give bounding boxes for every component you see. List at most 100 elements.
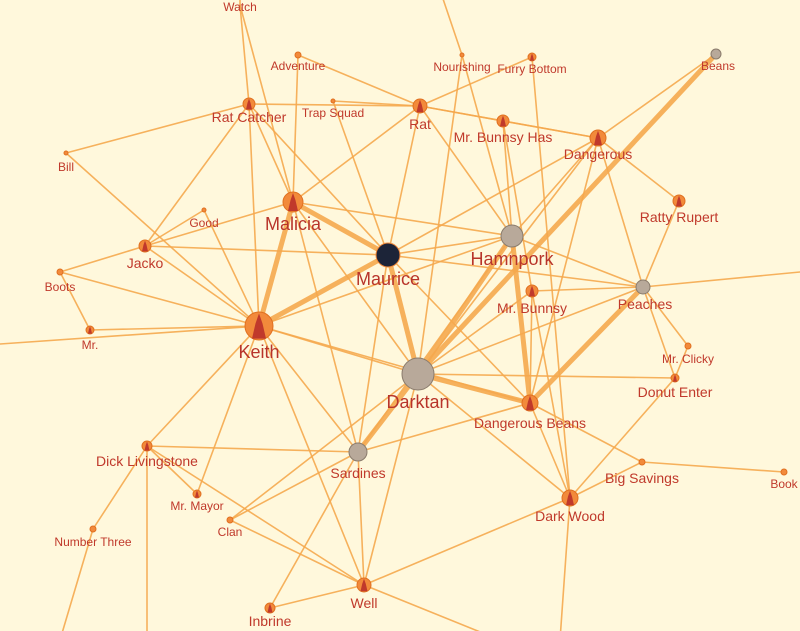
node-hamnpork[interactable]: Hamnpork [470, 224, 555, 269]
edge-jacko-good [144, 209, 205, 247]
node-mr-bunnsy[interactable]: Mr. Bunnsy [497, 284, 567, 316]
edge-sardines-inbrine [269, 451, 359, 609]
edge-mr-bunnsy-peaches [531, 286, 644, 292]
node-donut-enter[interactable]: Donut Enter [638, 373, 713, 400]
node-clan[interactable]: Clan [218, 516, 243, 539]
edge-dark-wood-big-savings [569, 461, 643, 499]
inbrine-figure-icon [267, 603, 273, 613]
edge-dick-livingstone-mr-mayor [146, 445, 198, 495]
node-book[interactable]: Book [770, 468, 799, 491]
node-keith[interactable]: Keith [238, 311, 280, 362]
edge-bill-keith [65, 152, 260, 327]
edge-rat-rat-catcher [248, 103, 421, 107]
mr-bunnsy-has-figure-icon [500, 115, 506, 127]
edge-keith-jacko [144, 245, 260, 327]
node-trap-squad[interactable]: Trap Squad [302, 98, 364, 120]
mr-bunnsy-figure-icon [529, 285, 535, 297]
node-peaches[interactable]: Peaches [618, 279, 672, 312]
edge-keith-well [258, 325, 365, 586]
edge-keith-good [203, 209, 260, 327]
node-inbrine[interactable]: Inbrine [249, 602, 292, 629]
edge-dangerous-beans-sardines [357, 402, 531, 453]
well-figure-icon [360, 578, 368, 592]
node-watch[interactable]: Watch [223, 0, 257, 14]
jacko-figure-icon [142, 240, 148, 252]
bill-node-icon [63, 150, 69, 156]
mr-label: Mr. [82, 338, 99, 352]
edge-mr-bunnsy-mr-bunnsy-has [502, 120, 533, 292]
mr-clicky-label: Mr. Clicky [662, 352, 714, 366]
edge-dangerous-beans-big-savings [529, 402, 643, 463]
edge-rat-catcher-bill [65, 103, 250, 154]
edge-peaches-donut-enter [642, 286, 676, 379]
node-jacko[interactable]: Jacko [127, 239, 164, 271]
rat-figure-icon [416, 99, 424, 113]
adventure-node-icon [294, 51, 302, 59]
node-darktan[interactable]: Darktan [386, 357, 450, 412]
mr-clicky-node-icon [684, 342, 692, 350]
edge-keith-malicia [256, 199, 296, 329]
rat-label: Rat [409, 116, 431, 132]
node-number-three[interactable]: Number Three [54, 525, 132, 549]
edge-peaches-mr-clicky [642, 286, 689, 347]
node-well[interactable]: Well [351, 577, 378, 611]
node-mr-clicky[interactable]: Mr. Clicky [662, 342, 714, 366]
peaches-node-icon [635, 279, 651, 295]
edge-rat-mr-bunnsy-has [419, 105, 504, 122]
dangerous-beans-figure-icon [526, 395, 534, 411]
mr-bunnsy-label: Mr. Bunnsy [497, 300, 567, 316]
maurice-label: Maurice [356, 269, 420, 289]
node-rat[interactable]: Rat [409, 98, 431, 132]
edge-keith-mr [89, 325, 260, 331]
node-boots[interactable]: Boots [45, 268, 76, 294]
edge-keith-boots [59, 271, 260, 327]
node-mr-bunnsy-has[interactable]: Mr. Bunnsy Has [454, 114, 553, 145]
edge-well-dark-wood [363, 497, 571, 586]
trap-squad-label: Trap Squad [302, 106, 364, 120]
node-dangerous-beans[interactable]: Dangerous Beans [474, 394, 586, 431]
node-mr[interactable]: Mr. [82, 325, 99, 352]
nourishing-label: Nourishing [433, 60, 490, 74]
edge-keith-mr-mayor [196, 325, 260, 495]
sardines-node-icon [348, 442, 368, 462]
edge-dangerous-beans-dangerous [529, 137, 599, 404]
node-rat-catcher[interactable]: Rat Catcher [212, 97, 287, 125]
darktan-node-icon [401, 357, 435, 391]
node-maurice[interactable]: Maurice [356, 242, 420, 289]
darktan-label: Darktan [386, 392, 449, 412]
node-adventure[interactable]: Adventure [271, 51, 326, 73]
node-sardines[interactable]: Sardines [330, 442, 386, 481]
edge-maurice-hamnpork [387, 235, 513, 256]
node-beans[interactable]: Beans [701, 48, 735, 73]
edge-maurice-malicia [290, 199, 391, 258]
edge-hamnpork-mr-bunnsy-has [502, 120, 513, 237]
node-mr-mayor[interactable]: Mr. Mayor [170, 489, 224, 513]
node-malicia[interactable]: Malicia [265, 191, 322, 234]
edge-hamnpork-dangerous [511, 137, 599, 237]
good-label: Good [189, 216, 218, 230]
edge-nourishing-offpage [442, 0, 463, 56]
dangerous-label: Dangerous [564, 146, 633, 162]
big-savings-label: Big Savings [605, 470, 679, 486]
edge-hamnpork-dangerous-beans [509, 233, 533, 406]
inbrine-label: Inbrine [249, 613, 292, 629]
node-furry-bottom[interactable]: Furry Bottom [497, 52, 567, 76]
node-dangerous[interactable]: Dangerous [564, 129, 633, 162]
node-big-savings[interactable]: Big Savings [605, 458, 679, 486]
edge-maurice-trap-squad [332, 100, 389, 256]
edge-donut-enter-mr-clicky [674, 345, 689, 379]
edge-darktan-nourishing [417, 54, 463, 375]
trap-squad-node-icon [330, 98, 336, 104]
node-dark-wood[interactable]: Dark Wood [535, 489, 605, 524]
edge-adventure-rat [297, 54, 421, 107]
node-ratty-rupert[interactable]: Ratty Rupert [640, 194, 719, 225]
node-good[interactable]: Good [189, 207, 219, 230]
node-dick-livingstone[interactable]: Dick Livingstone [96, 440, 198, 469]
beans-node-icon [710, 48, 722, 60]
adventure-label: Adventure [271, 59, 326, 73]
node-nourishing[interactable]: Nourishing [433, 52, 491, 74]
node-bill[interactable]: Bill [58, 150, 74, 174]
edge-malicia-sardines [292, 201, 359, 453]
